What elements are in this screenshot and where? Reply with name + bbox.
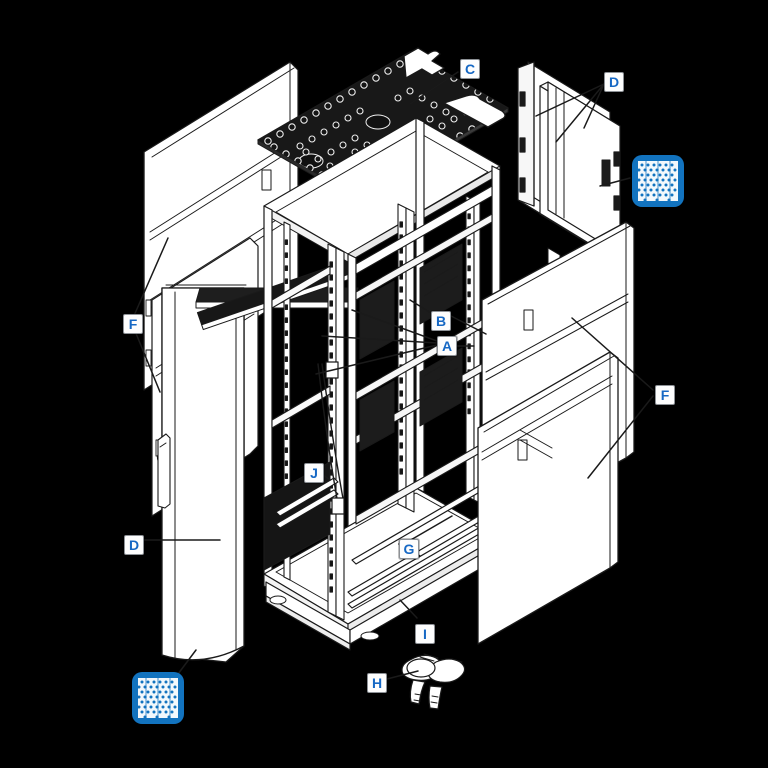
perforation-pattern-glyph <box>638 161 678 201</box>
front-door <box>156 284 247 663</box>
callout-label-d-rear[interactable]: D <box>604 72 624 92</box>
rack-frame <box>263 117 503 651</box>
door-handle <box>157 433 171 509</box>
callout-label-f-right[interactable]: F <box>655 385 675 405</box>
callout-label-c[interactable]: C <box>460 59 480 79</box>
keys <box>401 653 466 710</box>
vertical-mounting-rails <box>283 195 481 621</box>
rear-doors <box>517 61 621 271</box>
plinth-base-frame <box>265 541 503 651</box>
callout-label-d-front[interactable]: D <box>124 535 144 555</box>
callout-label-f-left[interactable]: F <box>123 314 143 334</box>
callout-label-j[interactable]: J <box>304 463 324 483</box>
perforation-pattern-icon[interactable] <box>632 155 684 207</box>
callout-label-a[interactable]: A <box>437 336 457 356</box>
door-earthing-strap <box>317 361 345 515</box>
callout-label-b[interactable]: B <box>431 311 451 331</box>
callout-label-i[interactable]: I <box>415 624 435 644</box>
callout-label-h[interactable]: H <box>367 673 387 693</box>
right-side-panel-lower <box>477 351 619 645</box>
callout-label-g[interactable]: G <box>399 539 419 559</box>
perforation-pattern-glyph <box>138 678 178 718</box>
perforation-pattern-icon[interactable] <box>132 672 184 724</box>
